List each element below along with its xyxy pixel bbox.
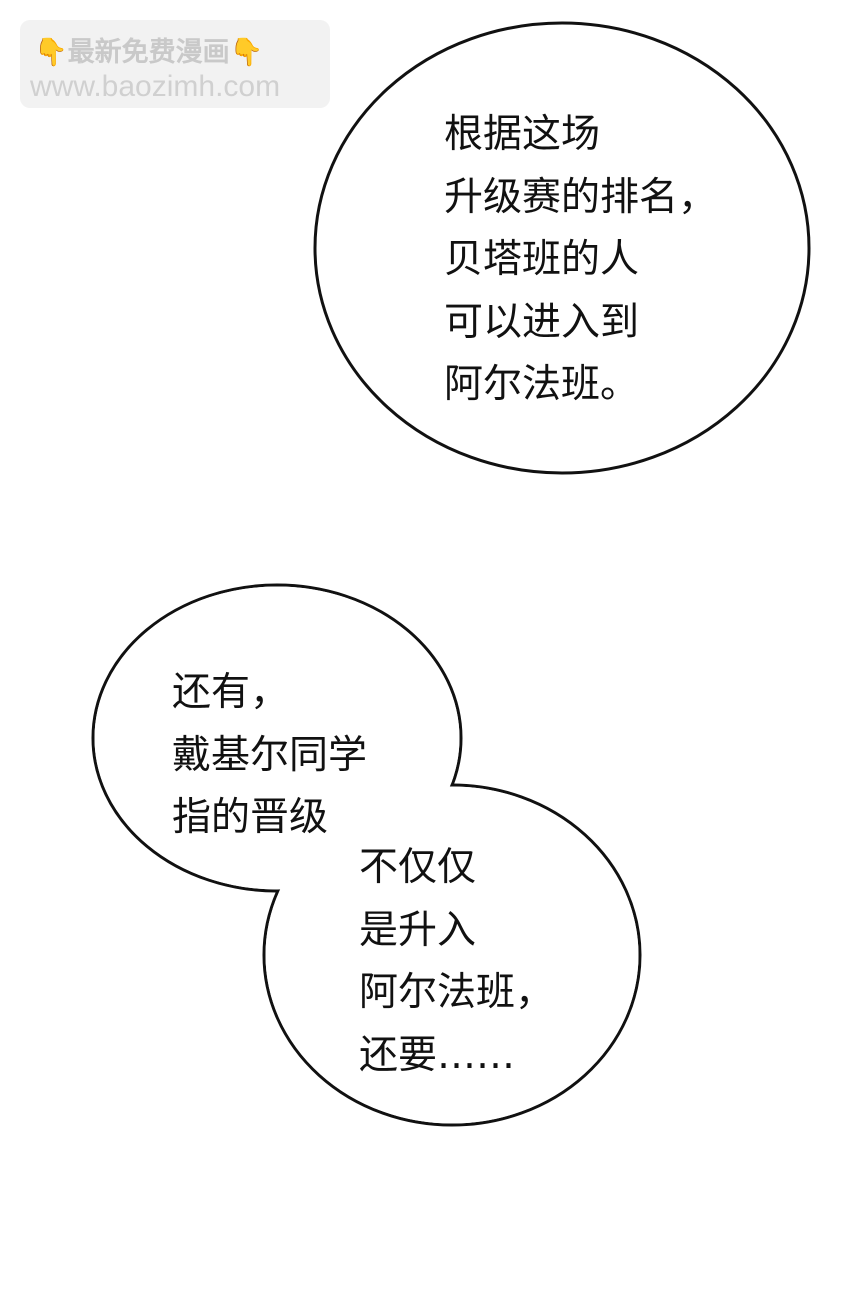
watermark-url: www.baozimh.com: [30, 70, 281, 103]
speech-bubble-top: [313, 21, 811, 475]
text-line: 可以进入到: [444, 299, 640, 345]
text-line: 升级赛的排名，: [444, 174, 718, 220]
bubble-text-bottom-right: 不仅仅 是升入 阿尔法班， 还要……: [359, 837, 554, 1087]
bubble-text-top: 根据这场 升级赛的排名， 贝塔班的人 可以进入到 阿尔法班。: [444, 104, 717, 417]
text-line: 是升入: [359, 907, 477, 953]
text-line: 不仅仅: [359, 845, 477, 890]
pointing-hand-icon: 👇: [34, 37, 68, 68]
text-line: 戴基尔同学: [172, 732, 368, 778]
watermark: 👇最新免费漫画👇 www.baozimh.com: [20, 20, 330, 108]
bubble-text-bottom-left: 还有， 戴基尔同学 指的晋级: [172, 662, 367, 850]
speech-bubble-bottom: [91, 583, 642, 1127]
text-line: 还有，: [172, 670, 290, 715]
pointing-hand-icon: 👇: [229, 37, 264, 68]
text-line: 阿尔法班。: [444, 362, 640, 407]
text-line: 阿尔法班，: [359, 970, 555, 1015]
text-line: 还要……: [359, 1032, 516, 1078]
text-line: 根据这场: [444, 112, 601, 157]
watermark-line1: 最新免费漫画: [67, 37, 230, 68]
text-line: 指的晋级: [172, 795, 329, 840]
text-line: 贝塔班的人: [444, 237, 640, 282]
